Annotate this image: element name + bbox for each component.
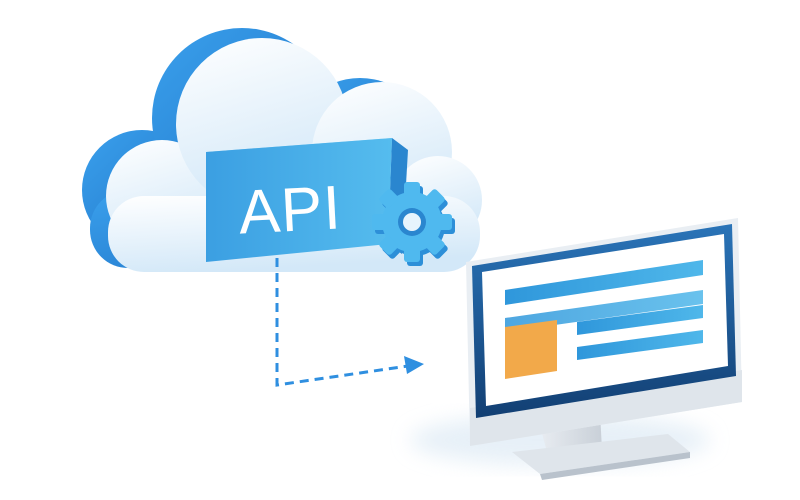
dashed-arrow-icon bbox=[275, 258, 424, 387]
screen-content bbox=[505, 260, 703, 379]
gear-icon bbox=[372, 182, 455, 266]
api-block: API bbox=[206, 138, 408, 262]
content-line-1 bbox=[577, 305, 703, 335]
content-image-block bbox=[505, 320, 557, 379]
content-bar-top bbox=[505, 260, 703, 305]
content-line-2 bbox=[577, 330, 703, 360]
api-label: API bbox=[237, 173, 343, 247]
